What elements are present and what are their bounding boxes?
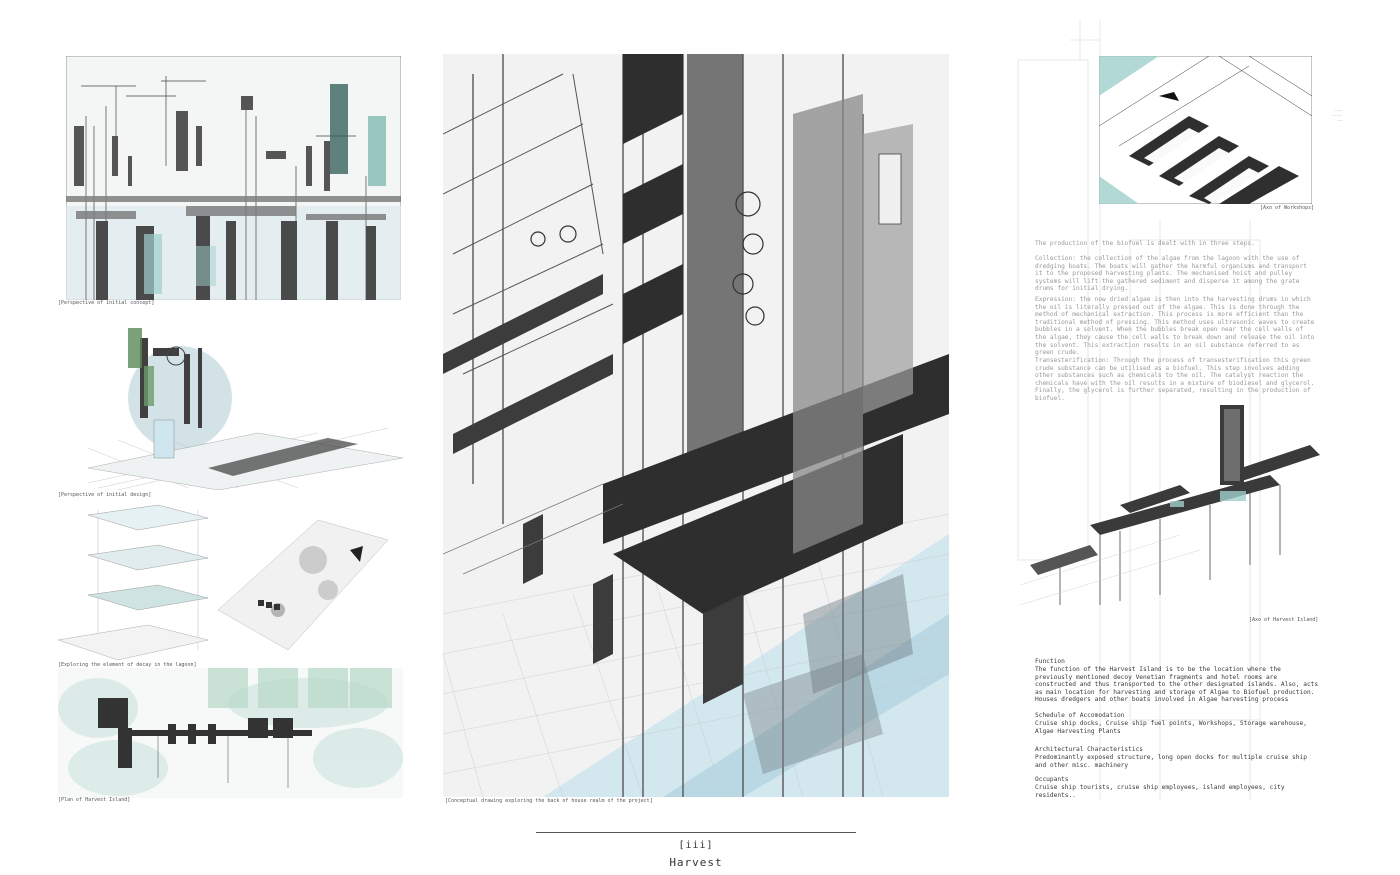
back-of-house-conceptual-drawing (443, 54, 949, 797)
architecture-heading: Architectural Characteristics (1035, 746, 1144, 753)
harvest-island-axo-svg (1020, 405, 1320, 606)
concept-perspective-svg (66, 56, 401, 300)
caption-decay: [Exploring the element of decay in the l… (58, 662, 197, 668)
function-heading: Function (1035, 658, 1065, 665)
island-plan-svg (58, 668, 403, 798)
biofuel-collection: Collection: the collection of the algae … (1035, 255, 1307, 293)
decay-layers-svg (58, 504, 389, 660)
center-axonometric-svg (443, 54, 949, 797)
caption-initial-design: [Perspective of initial design] (58, 492, 152, 498)
design-perspective-svg (87, 328, 403, 490)
occupants-heading: Occupants (1035, 776, 1069, 783)
function-body: The function of the Harvest Island is to… (1035, 666, 1319, 704)
sheet-title-block: [iii] Harvest (536, 832, 856, 872)
perspective-initial-concept-drawing (66, 56, 401, 300)
sheet-title: Harvest (669, 856, 723, 869)
architecture-body: Predominantly exposed structure, long op… (1035, 754, 1307, 769)
biofuel-intro: The production of the biofuel is dealt w… (1035, 240, 1255, 247)
title-rule (536, 832, 856, 833)
perspective-initial-design-drawing (58, 318, 403, 490)
margin-note-1: ‒‒‒‒‒‒‒‒‒ (1332, 108, 1342, 123)
caption-workshops: [Axo of Workshops] (1260, 205, 1315, 211)
caption-harvest-axo: [Axo of Harvest Island] (1249, 617, 1319, 623)
biofuel-expression: Expression: the now dried algae is then … (1035, 296, 1315, 357)
caption-plan: [Plan of Harvest Island] (58, 797, 131, 803)
schedule-body: Cruise ship docks, Cruise ship fuel poin… (1035, 720, 1307, 735)
occupants-body: Cruise ship tourists, cruise ship employ… (1035, 784, 1285, 799)
decay-exploration-drawing (58, 500, 403, 660)
workshops-axo-svg (1099, 56, 1312, 204)
axo-harvest-island-drawing (1020, 405, 1335, 615)
biofuel-transesterification: Transesterification: Through the process… (1035, 357, 1315, 402)
axo-workshops-drawing (1099, 56, 1312, 204)
plan-harvest-island-drawing (58, 668, 403, 798)
caption-initial-concept-label: [Perspective of initial concept] (58, 300, 155, 306)
schedule-heading: Schedule of Accomodation (1035, 712, 1125, 719)
caption-center: [Conceptual drawing exploring the back o… (445, 798, 653, 804)
sheet-number-mark: [iii] (678, 840, 714, 851)
